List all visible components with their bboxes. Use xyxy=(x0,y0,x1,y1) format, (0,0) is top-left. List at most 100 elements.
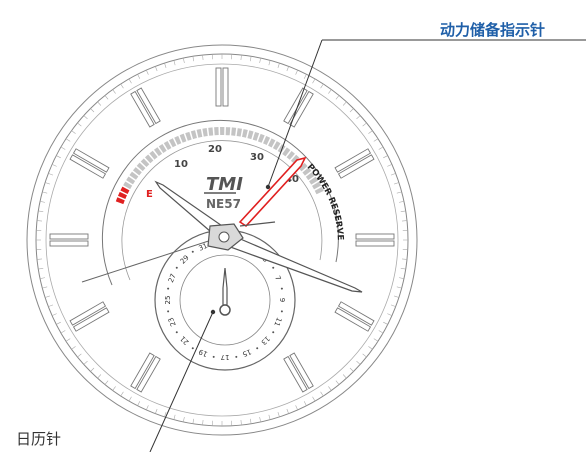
date-number: 23 xyxy=(167,316,178,327)
minute-tick xyxy=(400,268,406,270)
power-reserve-segment xyxy=(298,162,308,172)
power-reserve-segment xyxy=(190,130,197,140)
power-reserve-scale-30: 30 xyxy=(250,152,264,163)
power-reserve-track-inner xyxy=(121,140,323,281)
date-hand xyxy=(222,267,228,306)
date-dot xyxy=(272,331,275,334)
minute-tick xyxy=(77,353,82,358)
power-reserve-segment xyxy=(305,171,315,181)
date-number: 27 xyxy=(167,273,178,284)
minute-track xyxy=(36,54,408,426)
power-reserve-segment xyxy=(144,154,154,164)
minute-tick xyxy=(112,89,116,94)
date-dot xyxy=(191,347,194,350)
power-reserve-empty-marker: E xyxy=(146,189,153,200)
power-reserve-segment xyxy=(309,176,319,185)
brand-logo: TMI xyxy=(206,174,243,195)
minute-tick xyxy=(146,69,149,75)
hour-index xyxy=(215,67,229,107)
power-reserve-segment xyxy=(168,138,177,148)
minute-tick xyxy=(349,367,354,372)
minute-tick xyxy=(328,89,332,94)
date-number: 15 xyxy=(241,347,252,358)
hour-index-bar xyxy=(283,355,308,393)
hour-index-bar xyxy=(49,240,89,247)
minute-tick xyxy=(202,54,204,61)
hour-index-bar xyxy=(49,233,89,240)
minute-tick xyxy=(394,295,399,298)
hour-index xyxy=(130,352,161,393)
date-dot xyxy=(175,331,178,334)
minute-tick xyxy=(120,83,124,89)
minute-tick xyxy=(295,69,298,75)
date-hand-callout-line xyxy=(149,311,214,452)
hour-index-bar xyxy=(136,355,161,393)
minute-tick xyxy=(362,353,367,358)
minute-tick xyxy=(65,338,71,342)
hour-index-bar xyxy=(355,240,395,247)
minute-tick xyxy=(303,74,307,79)
date-hand-callout-dot xyxy=(210,309,216,315)
hour-index xyxy=(69,148,110,179)
minute-tick xyxy=(51,164,57,167)
minute-tick xyxy=(295,405,298,411)
date-number: 31 xyxy=(198,242,209,253)
minute-tick xyxy=(137,74,141,79)
minute-tick xyxy=(398,201,404,203)
minute-tick xyxy=(45,182,50,185)
minute-tick xyxy=(277,63,280,68)
minute-tick xyxy=(65,138,71,142)
date-subdial-inner xyxy=(179,254,271,346)
minute-tick xyxy=(396,191,402,194)
power-reserve-segment xyxy=(282,147,291,157)
power-reserve-segment xyxy=(302,167,312,176)
minute-tick xyxy=(240,419,242,426)
power-reserve-segment xyxy=(129,171,139,180)
minute-tick xyxy=(335,380,340,385)
hour-index-bar xyxy=(355,233,395,240)
minute-tick xyxy=(71,130,76,134)
minute-tick xyxy=(42,286,48,289)
hour-index xyxy=(49,233,89,247)
minute-tick xyxy=(268,60,271,66)
minute-tick xyxy=(401,220,408,222)
minute-tick xyxy=(36,258,43,260)
power-reserve-indicator-label: 动力储备指示针 xyxy=(440,21,546,39)
hour-index xyxy=(334,301,375,332)
hour-index-bar xyxy=(69,301,107,326)
minute-tick xyxy=(164,63,167,68)
minute-tick xyxy=(90,108,95,113)
date-dot xyxy=(235,355,238,358)
power-reserve-segment xyxy=(117,191,127,199)
hour-index-bar xyxy=(289,90,314,128)
minute-tick xyxy=(250,418,252,424)
date-number: 29 xyxy=(179,254,191,266)
power-reserve-scale-10: 10 xyxy=(174,159,188,170)
date-dot xyxy=(175,266,178,269)
power-reserve-segment xyxy=(277,144,286,154)
date-dot xyxy=(167,310,170,313)
minute-tick xyxy=(40,277,46,279)
minute-tick xyxy=(202,419,204,426)
hour-index-bar xyxy=(72,307,110,332)
minute-tick xyxy=(250,56,252,62)
date-dot xyxy=(212,355,215,358)
minute-tick xyxy=(378,330,384,334)
hour-index-bar xyxy=(222,67,229,107)
minute-tick xyxy=(401,258,408,260)
minute-tick xyxy=(183,416,185,422)
power-reserve-segment xyxy=(311,181,322,190)
hour-index xyxy=(334,148,375,179)
power-reserve-segment xyxy=(163,140,172,151)
date-number: 21 xyxy=(179,334,191,346)
power-reserve-hand-tail xyxy=(239,221,276,227)
minute-tick xyxy=(342,374,347,379)
power-reserve-callout-dot xyxy=(265,184,271,190)
power-reserve-segment xyxy=(242,129,248,138)
hour-index xyxy=(283,87,314,128)
power-reserve-segment xyxy=(257,133,265,143)
minute-tick xyxy=(378,146,384,150)
power-reserve-segment xyxy=(263,135,271,145)
date-hand-pivot xyxy=(219,304,231,316)
minute-tick xyxy=(60,330,66,334)
